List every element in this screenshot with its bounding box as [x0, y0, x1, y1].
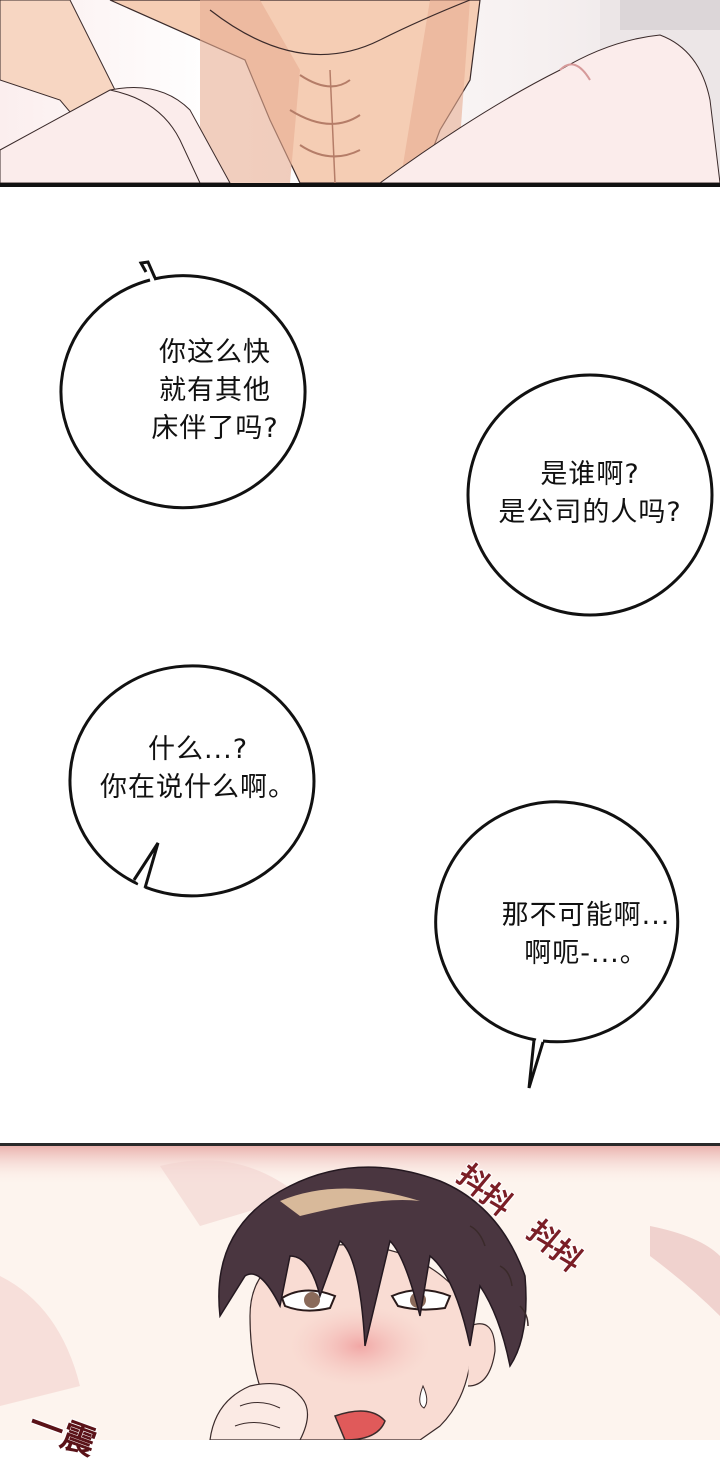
torso-illustration: [0, 0, 720, 183]
speech-bubble-2-text: 是谁啊? 是公司的人吗?: [498, 459, 682, 528]
panel-border: [0, 1143, 720, 1146]
speech-bubble-1-text: 你这么快 就有其他 床伴了吗?: [151, 337, 279, 444]
speech-bubble-3-text: 什么...? 你在说什么啊。: [100, 734, 296, 803]
character-illustration: [0, 1146, 720, 1440]
speech-bubble-4-text: 那不可能啊... 啊呃-...。: [501, 900, 671, 969]
top-panel-illustration: [0, 0, 720, 183]
panel-border: [0, 183, 720, 187]
bottom-panel-illustration: [0, 1146, 720, 1440]
